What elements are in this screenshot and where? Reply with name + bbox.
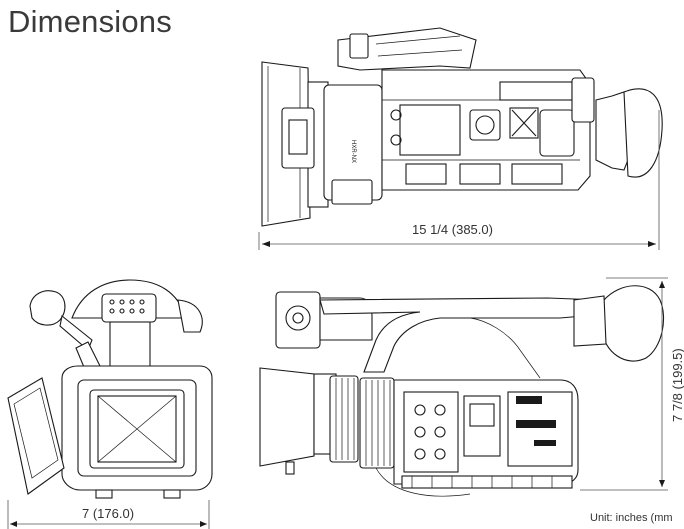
- svg-text:HXR-NX: HXR-NX: [350, 140, 356, 163]
- length-dimension-label: 15 1/4 (385.0): [412, 222, 493, 237]
- camera-top-view: HXR-NX: [258, 27, 663, 250]
- unit-note: Unit: inches (mm: [590, 512, 673, 524]
- camera-side-view: [259, 277, 668, 497]
- height-dimension-label: 7 7/8 (199.5): [670, 348, 684, 422]
- width-dimension-label: 7 (176.0): [82, 506, 135, 521]
- camera-front-view: [7, 279, 213, 529]
- page-title: Dimensions: [8, 4, 172, 39]
